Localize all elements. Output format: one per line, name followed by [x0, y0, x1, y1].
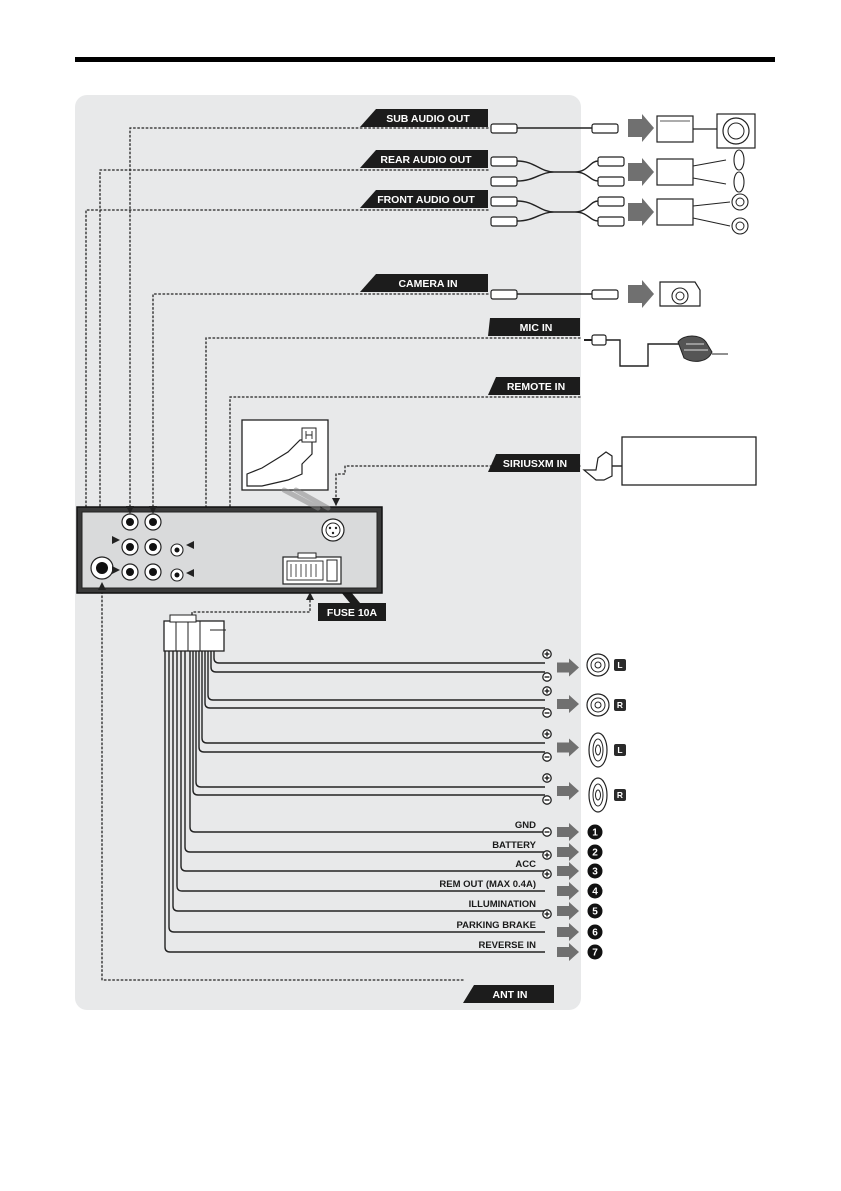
mic-in-label: MIC IN	[488, 318, 580, 336]
svg-text:MIC IN: MIC IN	[520, 322, 553, 334]
plus-icon	[543, 870, 551, 878]
wiring-harness	[164, 615, 226, 651]
wire-label: BATTERY	[492, 840, 536, 851]
speakers: L R L R	[587, 654, 626, 812]
ant-in-label: ANT IN	[463, 985, 554, 1003]
minus-icon	[543, 673, 551, 681]
wire-label: ILLUMINATION	[469, 899, 537, 910]
wire-number: 1	[592, 828, 598, 839]
minus-icon	[543, 796, 551, 804]
minus-icon	[543, 828, 551, 836]
svg-text:REAR AUDIO OUT: REAR AUDIO OUT	[380, 154, 472, 166]
camera-in-label: CAMERA IN	[360, 274, 488, 292]
wire-label: PARKING BRAKE	[456, 920, 536, 931]
sub-audio-out-label: SUB AUDIO OUT	[360, 109, 488, 127]
wire-number: 6	[592, 928, 598, 939]
wire-number: 3	[592, 867, 598, 878]
speaker-front-l: L	[589, 733, 626, 767]
channel-label: R	[617, 700, 623, 710]
wire-number: 7	[592, 948, 598, 959]
plus-icon	[543, 774, 551, 782]
top-rule	[75, 57, 775, 62]
plus-icon	[543, 730, 551, 738]
speaker-rear-r: R	[587, 694, 626, 716]
plus-icon	[543, 851, 551, 859]
svg-text:FUSE 10A: FUSE 10A	[327, 607, 378, 619]
speaker-front-r: R	[589, 778, 626, 812]
wire-number: 2	[592, 848, 598, 859]
plus-icon	[543, 687, 551, 695]
front-audio-out-label: FRONT AUDIO OUT	[360, 190, 488, 208]
svg-text:SIRIUSXM IN: SIRIUSXM IN	[503, 458, 567, 470]
plus-icon	[543, 650, 551, 658]
channel-label: L	[617, 660, 622, 670]
wire-label: ACC	[515, 859, 536, 870]
wire-label: REVERSE IN	[478, 940, 536, 951]
wire-label: GND	[515, 820, 536, 831]
remote-in-label: REMOTE IN	[488, 377, 580, 395]
plus-icon	[543, 910, 551, 918]
siriusxm-tuner	[584, 437, 756, 485]
svg-text:CAMERA IN: CAMERA IN	[398, 278, 457, 290]
wire-label: REM OUT (MAX 0.4A)	[439, 879, 536, 890]
channel-label: R	[617, 790, 623, 800]
svg-text:ANT IN: ANT IN	[493, 989, 528, 1001]
svg-text:SUB AUDIO OUT: SUB AUDIO OUT	[386, 113, 470, 125]
microphone	[584, 335, 728, 366]
wire-number: 4	[592, 887, 598, 898]
rear-audio-out-label: REAR AUDIO OUT	[360, 150, 488, 168]
channel-label: L	[617, 745, 622, 755]
svg-text:FRONT AUDIO OUT: FRONT AUDIO OUT	[377, 194, 475, 206]
wire-number: 5	[592, 907, 598, 918]
minus-icon	[543, 753, 551, 761]
head-unit-rear-panel	[77, 506, 382, 593]
speaker-rear-l: L	[587, 654, 626, 676]
svg-text:REMOTE IN: REMOTE IN	[507, 381, 565, 393]
siriusxm-in-label: SIRIUSXM IN	[488, 454, 580, 472]
minus-icon	[543, 709, 551, 717]
